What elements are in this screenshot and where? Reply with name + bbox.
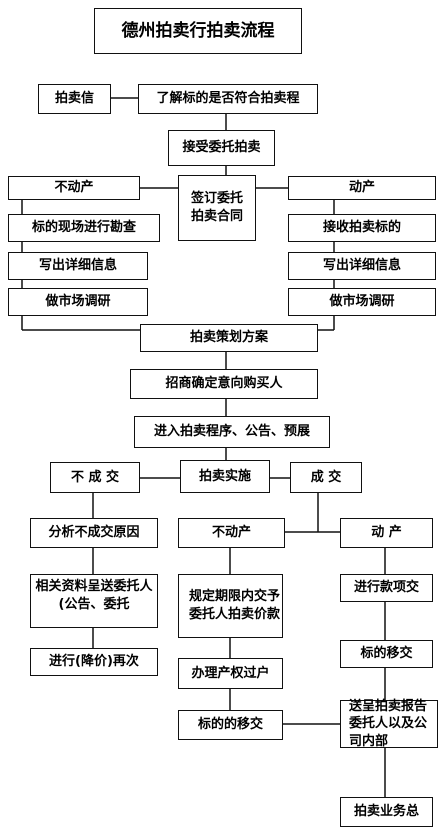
summary-node: 拍卖业务总 [340, 797, 433, 827]
not-deal-node: 不 成 交 [50, 462, 140, 493]
procedure-node: 进入拍卖程序、公告、预展 [134, 416, 330, 448]
transfer-property-node: 办理产权过户 [178, 658, 283, 689]
market-right-node: 做市场调研 [288, 288, 436, 316]
market-left-node: 做市场调研 [8, 288, 148, 316]
analyze-node: 分析不成交原因 [30, 518, 158, 548]
real-estate-node: 不动产 [8, 176, 140, 200]
recruit-node: 招商确定意向购买人 [130, 369, 318, 399]
receive-target-node: 接收拍卖标的 [288, 214, 436, 242]
deal-node: 成 交 [290, 462, 362, 493]
plan-node: 拍卖策划方案 [140, 324, 318, 352]
deal-real-estate-node: 不动产 [178, 518, 285, 548]
again-node: 进行(降价)再次 [30, 648, 158, 676]
sign-contract-node: 签订委托拍卖合同 [178, 175, 256, 241]
materials-node: 相关资料呈送委托人(公告、委托 [30, 574, 158, 628]
site-survey-node: 标的现场进行勘查 [8, 214, 160, 242]
write-info-left-node: 写出详细信息 [8, 252, 148, 280]
handover-movable-node: 标的移交 [340, 640, 433, 668]
payment-movable-node: 进行款项交 [340, 574, 433, 602]
payment-real-estate-node: 规定期限内交予委托人拍卖价款 [178, 574, 283, 638]
check-target-node: 了解标的是否符合拍卖程 [138, 84, 318, 114]
accept-node: 接受委托拍卖 [168, 130, 275, 166]
write-info-right-node: 写出详细信息 [288, 252, 436, 280]
page-title: 德州拍卖行拍卖流程 [94, 8, 302, 54]
report-node: 送呈拍卖报告委托人以及公司内部 [340, 699, 438, 749]
auction-letter-node: 拍卖信 [38, 84, 111, 114]
handover-real-estate-node: 标的的移交 [178, 710, 283, 740]
deal-movable-node: 动 产 [340, 518, 433, 548]
implement-node: 拍卖实施 [180, 460, 270, 493]
movable-node: 动产 [288, 176, 436, 200]
